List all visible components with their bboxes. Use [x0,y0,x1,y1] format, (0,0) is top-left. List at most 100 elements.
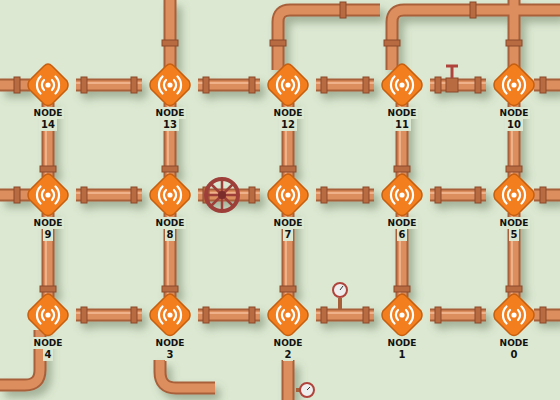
node-diamond [26,63,70,107]
pipe-flange [321,77,327,93]
pipe-flange [280,166,296,172]
pipe-flange [394,166,410,172]
pipe-flange [435,77,441,93]
pipe-flange [131,77,137,93]
sensor-node: NODE12 [260,63,316,131]
node-diamond [380,63,424,107]
node-label: NODE [272,107,305,119]
pipe-flange [475,77,481,93]
pipe-flange [249,77,255,93]
node-number: 14 [39,119,57,131]
node-label: NODE [498,107,531,119]
pipe-flange [435,307,441,323]
node-diamond [148,293,192,337]
pipe-flange [394,286,410,292]
sensor-node: NODE11 [374,63,430,131]
node-label: NODE [32,337,65,349]
node-label: NODE [154,217,187,229]
pressure-gauge [333,283,347,309]
node-number: 3 [165,349,176,361]
pipe-flange [162,286,178,292]
pipe-flange [363,187,369,203]
node-label: NODE [386,337,419,349]
sensor-node: NODE4 [20,293,76,361]
node-number: 12 [279,119,297,131]
node-diamond [266,293,310,337]
small-valve [446,66,458,92]
node-label: NODE [154,107,187,119]
pipe-flange [203,307,209,323]
node-diamond [148,63,192,107]
node-label: NODE [272,217,305,229]
node-number: 7 [283,229,294,241]
node-diamond [380,173,424,217]
node-diamond [380,293,424,337]
pipe-flange [475,307,481,323]
node-diamond [148,173,192,217]
node-number: 11 [393,119,411,131]
pipe-flange [280,286,296,292]
pipe-flange [363,307,369,323]
pipe-flange [249,187,255,203]
node-label: NODE [386,217,419,229]
node-diamond [492,173,536,217]
sensor-node: NODE13 [142,63,198,131]
pipe-flange [363,77,369,93]
node-diamond [266,63,310,107]
node-number: 1 [397,349,408,361]
sensor-node: NODE0 [486,293,542,361]
node-number: 10 [505,119,523,131]
node-number: 4 [43,349,54,361]
node-diamond [266,173,310,217]
node-number: 0 [509,349,520,361]
pipe-flange [81,307,87,323]
pipe-flange [131,307,137,323]
pipe-flange [203,77,209,93]
pipe-flange [475,187,481,203]
node-label: NODE [386,107,419,119]
sensor-node: NODE1 [374,293,430,361]
pipe-flange [81,187,87,203]
sensor-node: NODE7 [260,173,316,241]
pipe-flanges [14,2,546,323]
pipe-flange [506,166,522,172]
node-diamond [492,63,536,107]
sensor-node: NODE9 [20,173,76,241]
node-number: 5 [509,229,520,241]
sensor-node: NODE14 [20,63,76,131]
sensor-node: NODE3 [142,293,198,361]
pipe-flange [435,187,441,203]
pipe-fittings [206,66,458,397]
node-label: NODE [272,337,305,349]
node-diamond [26,293,70,337]
pipe-flange [40,286,56,292]
node-number: 9 [43,229,54,241]
pipe-flange [81,77,87,93]
sensor-node: NODE2 [260,293,316,361]
node-label: NODE [498,337,531,349]
pressure-gauge [296,383,314,397]
pipe-flange [249,307,255,323]
node-label: NODE [498,217,531,229]
pipe-flange [321,307,327,323]
sensor-node: NODE10 [486,63,542,131]
node-label: NODE [32,107,65,119]
pipe-flange [40,166,56,172]
node-diamond [492,293,536,337]
node-diamond [26,173,70,217]
sensor-node: NODE6 [374,173,430,241]
pipe-flange [162,166,178,172]
node-number: 2 [283,349,294,361]
node-number: 8 [165,229,176,241]
pipe-flange [131,187,137,203]
pipe-flange [506,286,522,292]
node-number: 13 [161,119,179,131]
node-label: NODE [32,217,65,229]
node-label: NODE [154,337,187,349]
node-number: 6 [397,229,408,241]
pipe-flange [321,187,327,203]
sensor-node: NODE5 [486,173,542,241]
